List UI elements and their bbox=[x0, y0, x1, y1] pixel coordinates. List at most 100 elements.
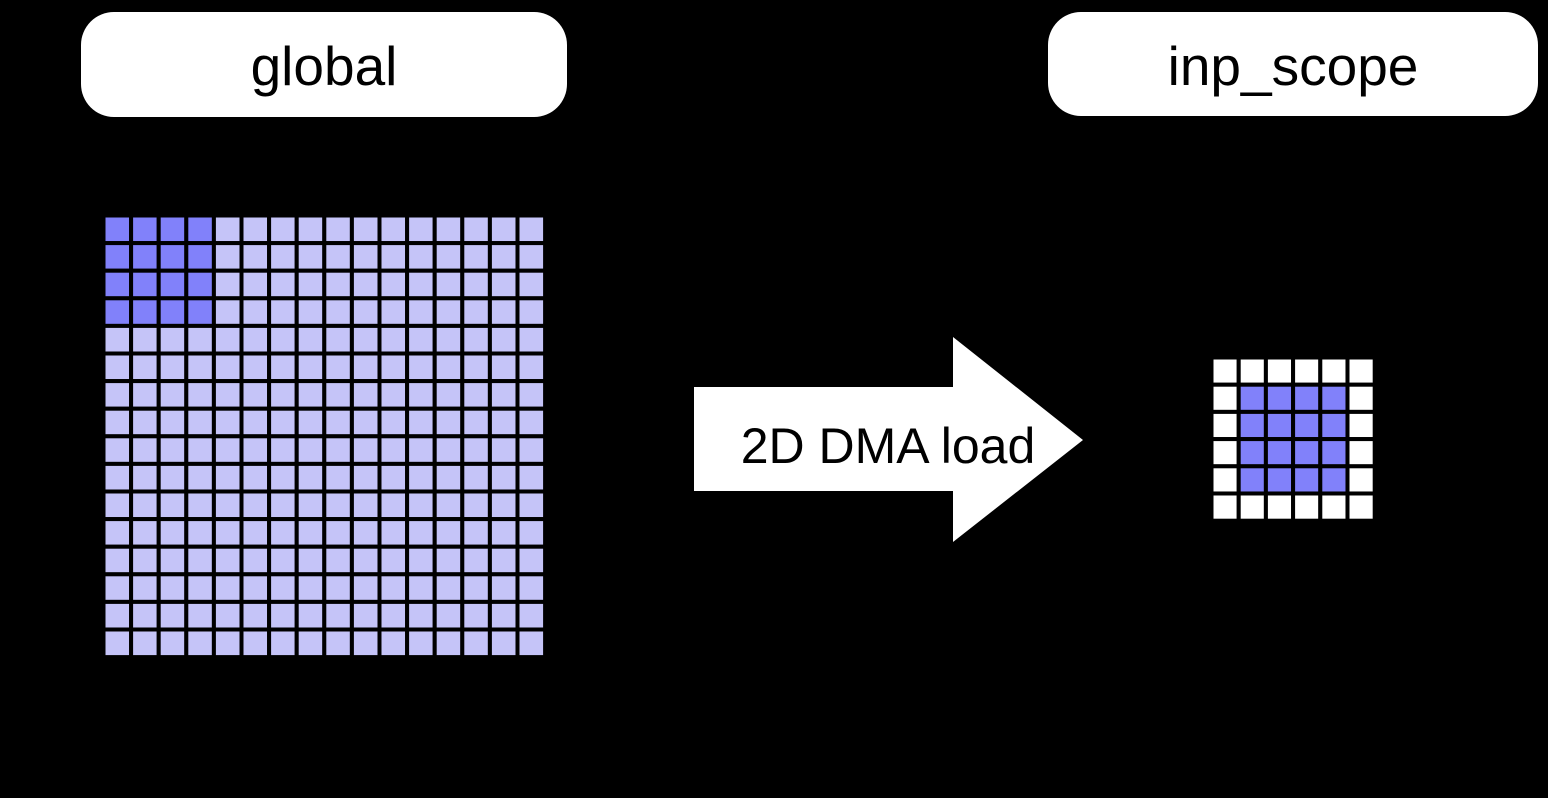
global-memory-grid-cell-r2-c15 bbox=[515, 268, 548, 301]
global-memory-grid-cell-r5-c8 bbox=[322, 351, 354, 384]
global-memory-grid-cell-r0-c12 bbox=[432, 213, 465, 246]
global-memory-grid-cell-r10-c14 bbox=[487, 489, 520, 522]
global-memory-grid-cell-r15-c3 bbox=[184, 627, 216, 660]
inp-scope-grid-cell-r4-c4 bbox=[1318, 464, 1350, 496]
global-memory-grid-cell-r15-c0 bbox=[101, 627, 134, 660]
global-memory-grid-cell-r15-c12 bbox=[432, 627, 465, 660]
global-memory-grid-cell-r4-c15 bbox=[515, 323, 548, 356]
inp-scope-grid-cell-r5-c2 bbox=[1263, 491, 1296, 523]
global-memory-grid-cell-r2-c3 bbox=[184, 268, 216, 301]
global-memory-grid-cell-r1-c4 bbox=[211, 241, 244, 273]
global-memory-grid-cell-r5-c1 bbox=[129, 351, 161, 384]
inp-scope-grid-cell-r3-c3 bbox=[1291, 437, 1323, 469]
global-memory-grid-cell-r11-c5 bbox=[239, 517, 272, 549]
global-memory-grid-cell-r8-c10 bbox=[377, 434, 410, 466]
global-memory-grid-cell-r1-c8 bbox=[322, 241, 354, 273]
global-memory-grid-cell-r14-c13 bbox=[460, 599, 492, 632]
global-memory-grid-cell-r12-c13 bbox=[460, 544, 492, 577]
global-memory-grid-cell-r10-c6 bbox=[267, 489, 299, 522]
global-memory-grid-cell-r3-c15 bbox=[515, 296, 548, 328]
global-memory-grid-cell-r15-c9 bbox=[349, 627, 382, 660]
global-memory-grid-cell-r0-c8 bbox=[322, 213, 354, 246]
global-memory-grid-cell-r14-c15 bbox=[515, 599, 548, 632]
global-memory-grid-cell-r11-c8 bbox=[322, 517, 354, 549]
global-memory-grid-cell-r2-c12 bbox=[432, 268, 465, 301]
global-memory-grid-cell-r15-c1 bbox=[129, 627, 161, 660]
inp-scope-grid-cell-r5-c4 bbox=[1318, 491, 1350, 523]
global-memory-grid-cell-r3-c4 bbox=[211, 296, 244, 328]
global-memory-grid-cell-r9-c15 bbox=[515, 461, 548, 494]
global-memory-grid-cell-r11-c15 bbox=[515, 517, 548, 549]
right-arrow-icon bbox=[694, 337, 1083, 542]
global-memory-grid-cell-r13-c3 bbox=[184, 572, 216, 604]
global-memory-grid-cell-r15-c4 bbox=[211, 627, 244, 660]
global-memory-grid-cell-r8-c15 bbox=[515, 434, 548, 466]
global-memory-grid-cell-r6-c5 bbox=[239, 379, 272, 411]
global-memory-grid-cell-r0-c4 bbox=[211, 213, 244, 246]
global-memory-grid-cell-r4-c2 bbox=[156, 323, 189, 356]
global-memory-grid-cell-r9-c4 bbox=[211, 461, 244, 494]
global-memory-grid-cell-r9-c10 bbox=[377, 461, 410, 494]
global-memory-grid-cell-r7-c5 bbox=[239, 406, 272, 439]
inp-scope-grid-cell-r2-c3 bbox=[1291, 409, 1323, 442]
global-memory-grid-cell-r10-c9 bbox=[349, 489, 382, 522]
global-memory-grid-cell-r2-c1 bbox=[129, 268, 161, 301]
global-memory-grid-cell-r11-c0 bbox=[101, 517, 134, 549]
global-memory-grid-cell-r2-c13 bbox=[460, 268, 492, 301]
global-memory-grid-cell-r5-c0 bbox=[101, 351, 134, 384]
global-memory-grid-cell-r13-c15 bbox=[515, 572, 548, 604]
inp-scope-grid-cell-r2-c5 bbox=[1345, 409, 1377, 442]
global-memory-grid-cell-r8-c8 bbox=[322, 434, 354, 466]
global-memory-grid-cell-r11-c2 bbox=[156, 517, 189, 549]
global-memory-grid-cell-r14-c12 bbox=[432, 599, 465, 632]
global-memory-grid-cell-r0-c3 bbox=[184, 213, 216, 246]
global-memory-grid-cell-r9-c0 bbox=[101, 461, 134, 494]
global-memory-grid-cell-r4-c10 bbox=[377, 323, 410, 356]
inp-scope-grid-cell-r5-c0 bbox=[1209, 491, 1241, 523]
global-memory-grid-cell-r0-c6 bbox=[267, 213, 299, 246]
inp-scope-grid-cell-r0-c2 bbox=[1263, 355, 1296, 387]
global-memory-grid-cell-r7-c4 bbox=[211, 406, 244, 439]
global-memory-grid-cell-r11-c10 bbox=[377, 517, 410, 549]
global-memory-grid-cell-r1-c15 bbox=[515, 241, 548, 273]
global-memory-grid-cell-r1-c0 bbox=[101, 241, 134, 273]
inp-scope-grid-cell-r4-c2 bbox=[1263, 464, 1296, 496]
global-memory-grid-cell-r15-c6 bbox=[267, 627, 299, 660]
global-memory-grid-cell-r0-c7 bbox=[294, 213, 327, 246]
global-memory-grid-cell-r9-c9 bbox=[349, 461, 382, 494]
global-memory-grid-cell-r13-c2 bbox=[156, 572, 189, 604]
global-memory-grid-cell-r15-c10 bbox=[377, 627, 410, 660]
global-memory-grid-cell-r11-c9 bbox=[349, 517, 382, 549]
global-memory-grid-cell-r2-c5 bbox=[239, 268, 272, 301]
global-memory-grid-cell-r14-c14 bbox=[487, 599, 520, 632]
global-memory-grid-cell-r7-c8 bbox=[322, 406, 354, 439]
global-memory-grid-cell-r5-c9 bbox=[349, 351, 382, 384]
inp-scope-label-box: inp_scope bbox=[1048, 12, 1538, 116]
global-memory-grid-cell-r15-c2 bbox=[156, 627, 189, 660]
global-memory-grid-cell-r0-c9 bbox=[349, 213, 382, 246]
global-memory-grid-cell-r13-c10 bbox=[377, 572, 410, 604]
inp-scope-grid-cell-r0-c5 bbox=[1345, 355, 1377, 387]
inp-scope-grid-cell-r3-c4 bbox=[1318, 437, 1350, 469]
global-memory-grid-cell-r1-c10 bbox=[377, 241, 410, 273]
global-memory-grid-cell-r14-c9 bbox=[349, 599, 382, 632]
global-memory-grid-cell-r15-c7 bbox=[294, 627, 327, 660]
global-memory-grid-cell-r4-c8 bbox=[322, 323, 354, 356]
inp-scope-grid-cell-r2-c4 bbox=[1318, 409, 1350, 442]
global-memory-grid-cell-r1-c1 bbox=[129, 241, 161, 273]
global-memory-grid-cell-r15-c15 bbox=[515, 627, 548, 660]
inp-scope-grid-cell-r1-c0 bbox=[1209, 382, 1241, 414]
global-memory-grid-cell-r6-c15 bbox=[515, 379, 548, 411]
global-memory-grid-cell-r10-c12 bbox=[432, 489, 465, 522]
global-memory-grid-cell-r1-c6 bbox=[267, 241, 299, 273]
global-memory-grid-cell-r2-c10 bbox=[377, 268, 410, 301]
global-memory-grid-cell-r13-c1 bbox=[129, 572, 161, 604]
global-memory-grid-cell-r7-c10 bbox=[377, 406, 410, 439]
global-memory-grid-cell-r9-c5 bbox=[239, 461, 272, 494]
global-memory-grid-cell-r6-c7 bbox=[294, 379, 327, 411]
global-memory-grid-cell-r6-c0 bbox=[101, 379, 134, 411]
global-memory-grid-cell-r10-c1 bbox=[129, 489, 161, 522]
inp-scope-grid-cell-r4-c1 bbox=[1236, 464, 1268, 496]
global-memory-grid-cell-r12-c10 bbox=[377, 544, 410, 577]
global-memory-grid-cell-r12-c15 bbox=[515, 544, 548, 577]
